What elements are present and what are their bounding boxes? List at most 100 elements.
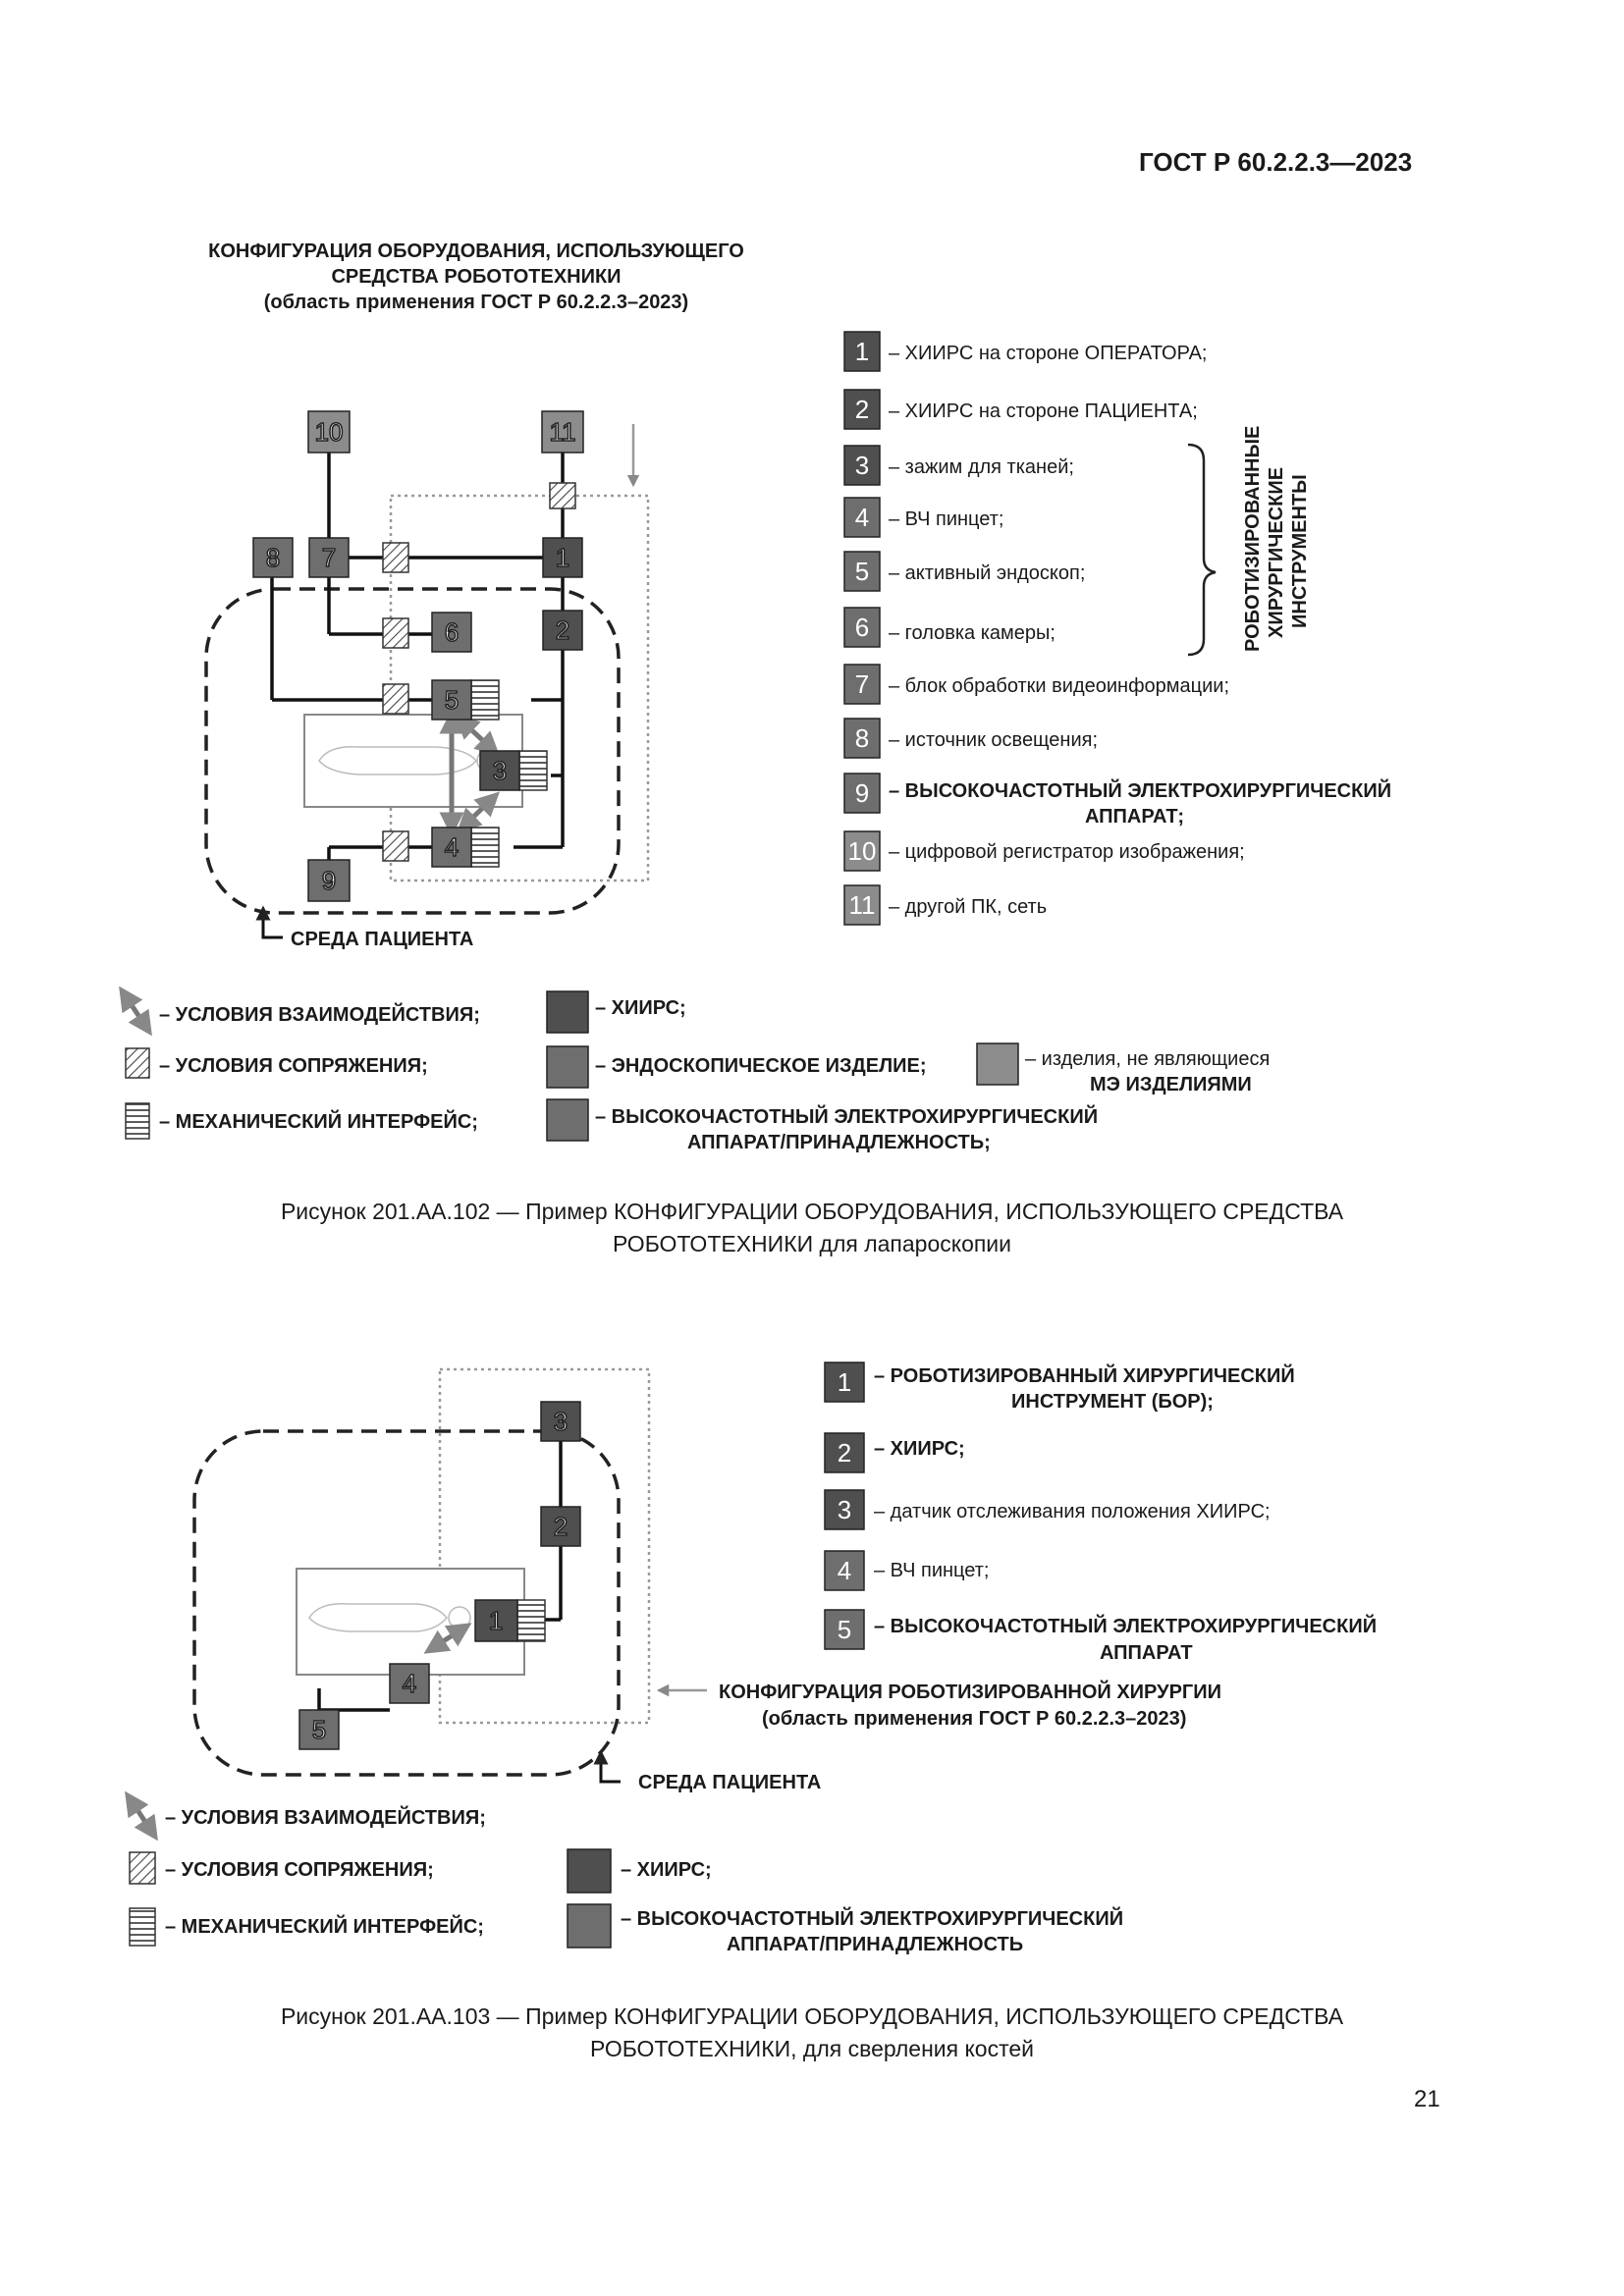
hiirs-swatch	[567, 1848, 612, 1894]
legend-hf-text-1: – ВЫСОКОЧАСТОТНЫЙ ЭЛЕКТРОХИРУРГИЧЕСКИЙ	[621, 1906, 1123, 1930]
fig2-scope-box	[438, 1367, 651, 1725]
coupling-block	[382, 683, 409, 715]
fig1-caption-line2: РОБОТОТЕХНИКИ для лапароскопии	[612, 1231, 1012, 1256]
fig1-bracket-label-1: РОБОТИЗИРОВАННЫЕ	[1242, 426, 1264, 652]
fig1-node-2-label: 2	[556, 615, 569, 645]
fig2-key-text: – ВЧ пинцет;	[874, 1560, 989, 1581]
hf-swatch	[546, 1098, 589, 1142]
fig1-node-3-label: 3	[493, 756, 507, 785]
fig1-key: 1 – ХИИРС на стороне ОПЕРАТОРА; 2 – ХИИР…	[843, 331, 1391, 926]
fig1-node-10-box	[307, 410, 351, 454]
fig1-key-text: – ВЧ пинцет;	[889, 508, 1003, 530]
fig1-title-line3: (область применения ГОСТ Р 60.2.2.3–2023…	[263, 292, 689, 313]
legend-mechanical-text: – МЕХАНИЧЕСКИЙ ИНТЕРФЕЙС;	[165, 1914, 484, 1938]
fig1-key-num: 2	[855, 395, 869, 424]
fig2-node-3-box	[540, 1401, 581, 1442]
fig2-key: 1 – РОБОТИЗИРОВАННЫЙ ХИРУРГИЧЕСКИЙ ИНСТР…	[824, 1362, 1377, 1664]
fig1-key-text: – цифровой регистратор изображения;	[889, 841, 1245, 863]
fig2-node-4-box	[389, 1663, 430, 1704]
legend-interaction-text: – УСЛОВИЯ ВЗАИМОДЕЙСТВИЯ;	[159, 1002, 480, 1026]
fig1-title-line2: СРЕДСТВА РОБОТОТЕХНИКИ	[331, 266, 622, 288]
fig1-key-num: 8	[855, 723, 869, 753]
fig1-key-num: 1	[855, 337, 869, 366]
fig2-key-text: – датчик отслеживания положения ХИИРС;	[874, 1501, 1271, 1522]
legend-hiirs-text: – ХИИРС;	[621, 1859, 712, 1881]
legend-coupling-text: – УСЛОВИЯ СОПРЯЖЕНИЯ;	[159, 1055, 428, 1077]
legend-hf-text-2: АППАРАТ/ПРИНАДЛЕЖНОСТЬ;	[687, 1132, 991, 1153]
fig1-key-num: 10	[848, 836, 877, 866]
legend-coupling-text: – УСЛОВИЯ СОПРЯЖЕНИЯ;	[165, 1859, 434, 1881]
fig1-key-text: – блок обработки видеоинформации;	[889, 675, 1229, 697]
fig1-key-text: – ХИИРС на стороне ОПЕРАТОРА;	[889, 343, 1207, 364]
fig2-node-1-box	[474, 1599, 518, 1642]
fig1-key-num: 4	[855, 503, 869, 532]
interaction-arrow-icon	[125, 1790, 158, 1842]
fig1-scope-box	[389, 494, 650, 882]
fig1-node-7-box	[308, 537, 350, 578]
fig1-node-6-label: 6	[445, 617, 459, 647]
fig1-caption: Рисунок 201.АА.102 — Пример КОНФИГУРАЦИИ…	[0, 1196, 1624, 1260]
fig2-key-text-cont: ИНСТРУМЕНТ (БОР);	[1011, 1391, 1214, 1413]
fig2-key-num: 5	[838, 1615, 851, 1644]
fig1-node-2-box	[542, 610, 583, 651]
fig1-node-6-box	[431, 612, 472, 653]
fig1-title: КОНФИГУРАЦИЯ ОБОРУДОВАНИЯ, ИСПОЛЬЗУЮЩЕГО…	[118, 239, 835, 315]
fig2-node-5-label: 5	[312, 1715, 326, 1744]
fig2-key-num: 3	[838, 1495, 851, 1524]
fig1-key-num: 3	[855, 451, 869, 480]
fig1-node-8-label: 8	[266, 543, 280, 572]
fig1-legend: – УСЛОВИЯ ВЗАИМОДЕЙСТВИЯ; – УСЛОВИЯ СОПР…	[119, 986, 1270, 1153]
mechanical-block	[470, 827, 500, 868]
legend-hf-text-1: – ВЫСОКОЧАСТОТНЫЙ ЭЛЕКТРОХИРУРГИЧЕСКИЙ	[595, 1104, 1098, 1128]
fig2-key-num: 4	[838, 1556, 851, 1585]
fig1-key-text-cont: АППАРАТ;	[1085, 806, 1184, 828]
fig1-bracket-label-3: ИНСТРУМЕНТЫ	[1289, 474, 1311, 628]
fig1-coupling-blocks	[382, 482, 576, 862]
fig1-node-4-label: 4	[445, 832, 459, 862]
endoscopic-swatch	[546, 1045, 589, 1089]
mechanical-block	[518, 750, 548, 791]
fig1-key-text: – другой ПК, сеть	[889, 896, 1047, 918]
fig1-env-label: СРЕДА ПАЦИЕНТА	[291, 929, 473, 950]
fig2-node-2-box	[540, 1506, 581, 1547]
fig2-node-4-label: 4	[403, 1669, 416, 1698]
legend-hf-text-2: АППАРАТ/ПРИНАДЛЕЖНОСТЬ	[727, 1934, 1023, 1955]
fig1-key-text: – ХИИРС на стороне ПАЦИЕНТА;	[889, 400, 1198, 422]
fig2-key-num: 2	[838, 1438, 851, 1468]
fig2-interaction-arrow	[423, 1623, 472, 1654]
fig1-key-text: – активный эндоскоп;	[889, 562, 1085, 584]
fig2-node-2-label: 2	[554, 1512, 568, 1541]
fig1-node-1-box	[542, 537, 583, 578]
fig2-node-1-label: 1	[489, 1606, 503, 1635]
fig2-config-label-2: (область применения ГОСТ Р 60.2.2.3–2023…	[762, 1708, 1186, 1730]
fig2-caption: Рисунок 201.АА.103 — Пример КОНФИГУРАЦИИ…	[0, 2001, 1624, 2065]
fig1-node-5-label: 5	[445, 685, 459, 715]
fig1-node-4-box	[431, 827, 472, 868]
fig1-interaction-arrows	[439, 709, 501, 837]
fig1-title-line1: КОНФИГУРАЦИЯ ОБОРУДОВАНИЯ, ИСПОЛЬЗУЮЩЕГО	[208, 240, 744, 262]
hiirs-swatch	[546, 990, 589, 1034]
fig1-key-num: 11	[849, 890, 876, 920]
fig1-key-num: 9	[855, 778, 869, 808]
fig2-patient-environment	[192, 1429, 621, 1777]
fig1-node-7-label: 7	[322, 543, 336, 572]
fig1-key-num: 5	[855, 557, 869, 586]
fig1-connections	[270, 452, 565, 860]
fig1-caption-line1: Рисунок 201.АА.102 — Пример КОНФИГУРАЦИИ…	[280, 1199, 1344, 1224]
fig1-key-text: – головка камеры;	[889, 622, 1056, 644]
fig1-node-1-label: 1	[556, 543, 569, 572]
fig1-env-pointer	[255, 905, 283, 939]
fig2-node-3-label: 3	[554, 1407, 568, 1436]
coupling-icon	[129, 1851, 156, 1885]
coupling-block	[549, 482, 576, 509]
fig2-key-text-cont: АППАРАТ	[1100, 1642, 1193, 1664]
fig1-node-9-box	[307, 859, 351, 902]
fig2-caption-line2: РОБОТОТЕХНИКИ, для сверления костей	[589, 2036, 1034, 2061]
fig2-env-label: СРЕДА ПАЦИЕНТА	[638, 1772, 821, 1793]
fig1-bracket-label-2: ХИРУРГИЧЕСКИЕ	[1266, 467, 1287, 638]
fig2-key-text: – РОБОТИЗИРОВАННЫЙ ХИРУРГИЧЕСКИЙ	[874, 1363, 1295, 1387]
fig1-bracket	[1187, 443, 1217, 657]
fig2-key-num: 1	[838, 1367, 851, 1397]
fig1-node-11-label: 11	[550, 417, 576, 447]
